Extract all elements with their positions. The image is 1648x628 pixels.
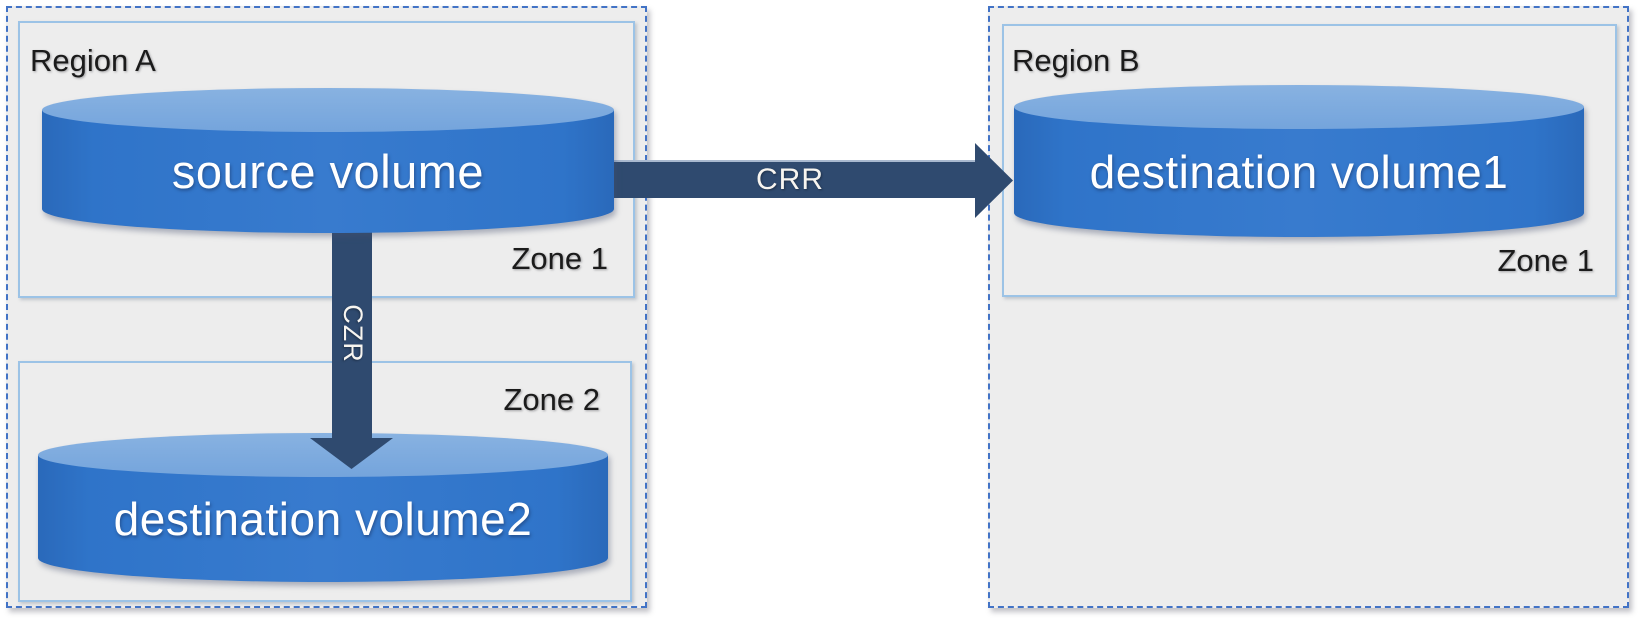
cylinder-top-ellipse [42, 88, 614, 132]
region-a-zone2-label: Zone 2 [503, 382, 600, 417]
region-b-zone1-label: Zone 1 [1497, 243, 1594, 278]
region-a-zone1-box [18, 21, 635, 298]
destination-volume1-label: destination volume1 [1089, 146, 1509, 198]
destination-volume2-label: destination volume2 [113, 492, 533, 545]
crr-arrow-label: CRR [756, 163, 824, 196]
source-volume-label: source volume [171, 145, 485, 198]
region-b-label: Region B [1012, 43, 1140, 78]
czr-arrow-shaft: CZR [332, 228, 372, 438]
destination-volume1-cylinder: destination volume1 [1014, 85, 1584, 237]
source-volume-cylinder: source volume [42, 88, 614, 233]
czr-arrow-label: CZR [337, 303, 368, 363]
crr-arrow-shaft: CRR [605, 160, 975, 198]
region-a-zone2-box [18, 361, 632, 602]
destination-volume2-cylinder: destination volume2 [38, 433, 608, 582]
region-a-label: Region A [30, 43, 156, 78]
region-a-zone1-label: Zone 1 [511, 241, 608, 276]
region-b-zone1-box [1002, 24, 1617, 297]
cylinder-top-ellipse [1014, 85, 1584, 129]
